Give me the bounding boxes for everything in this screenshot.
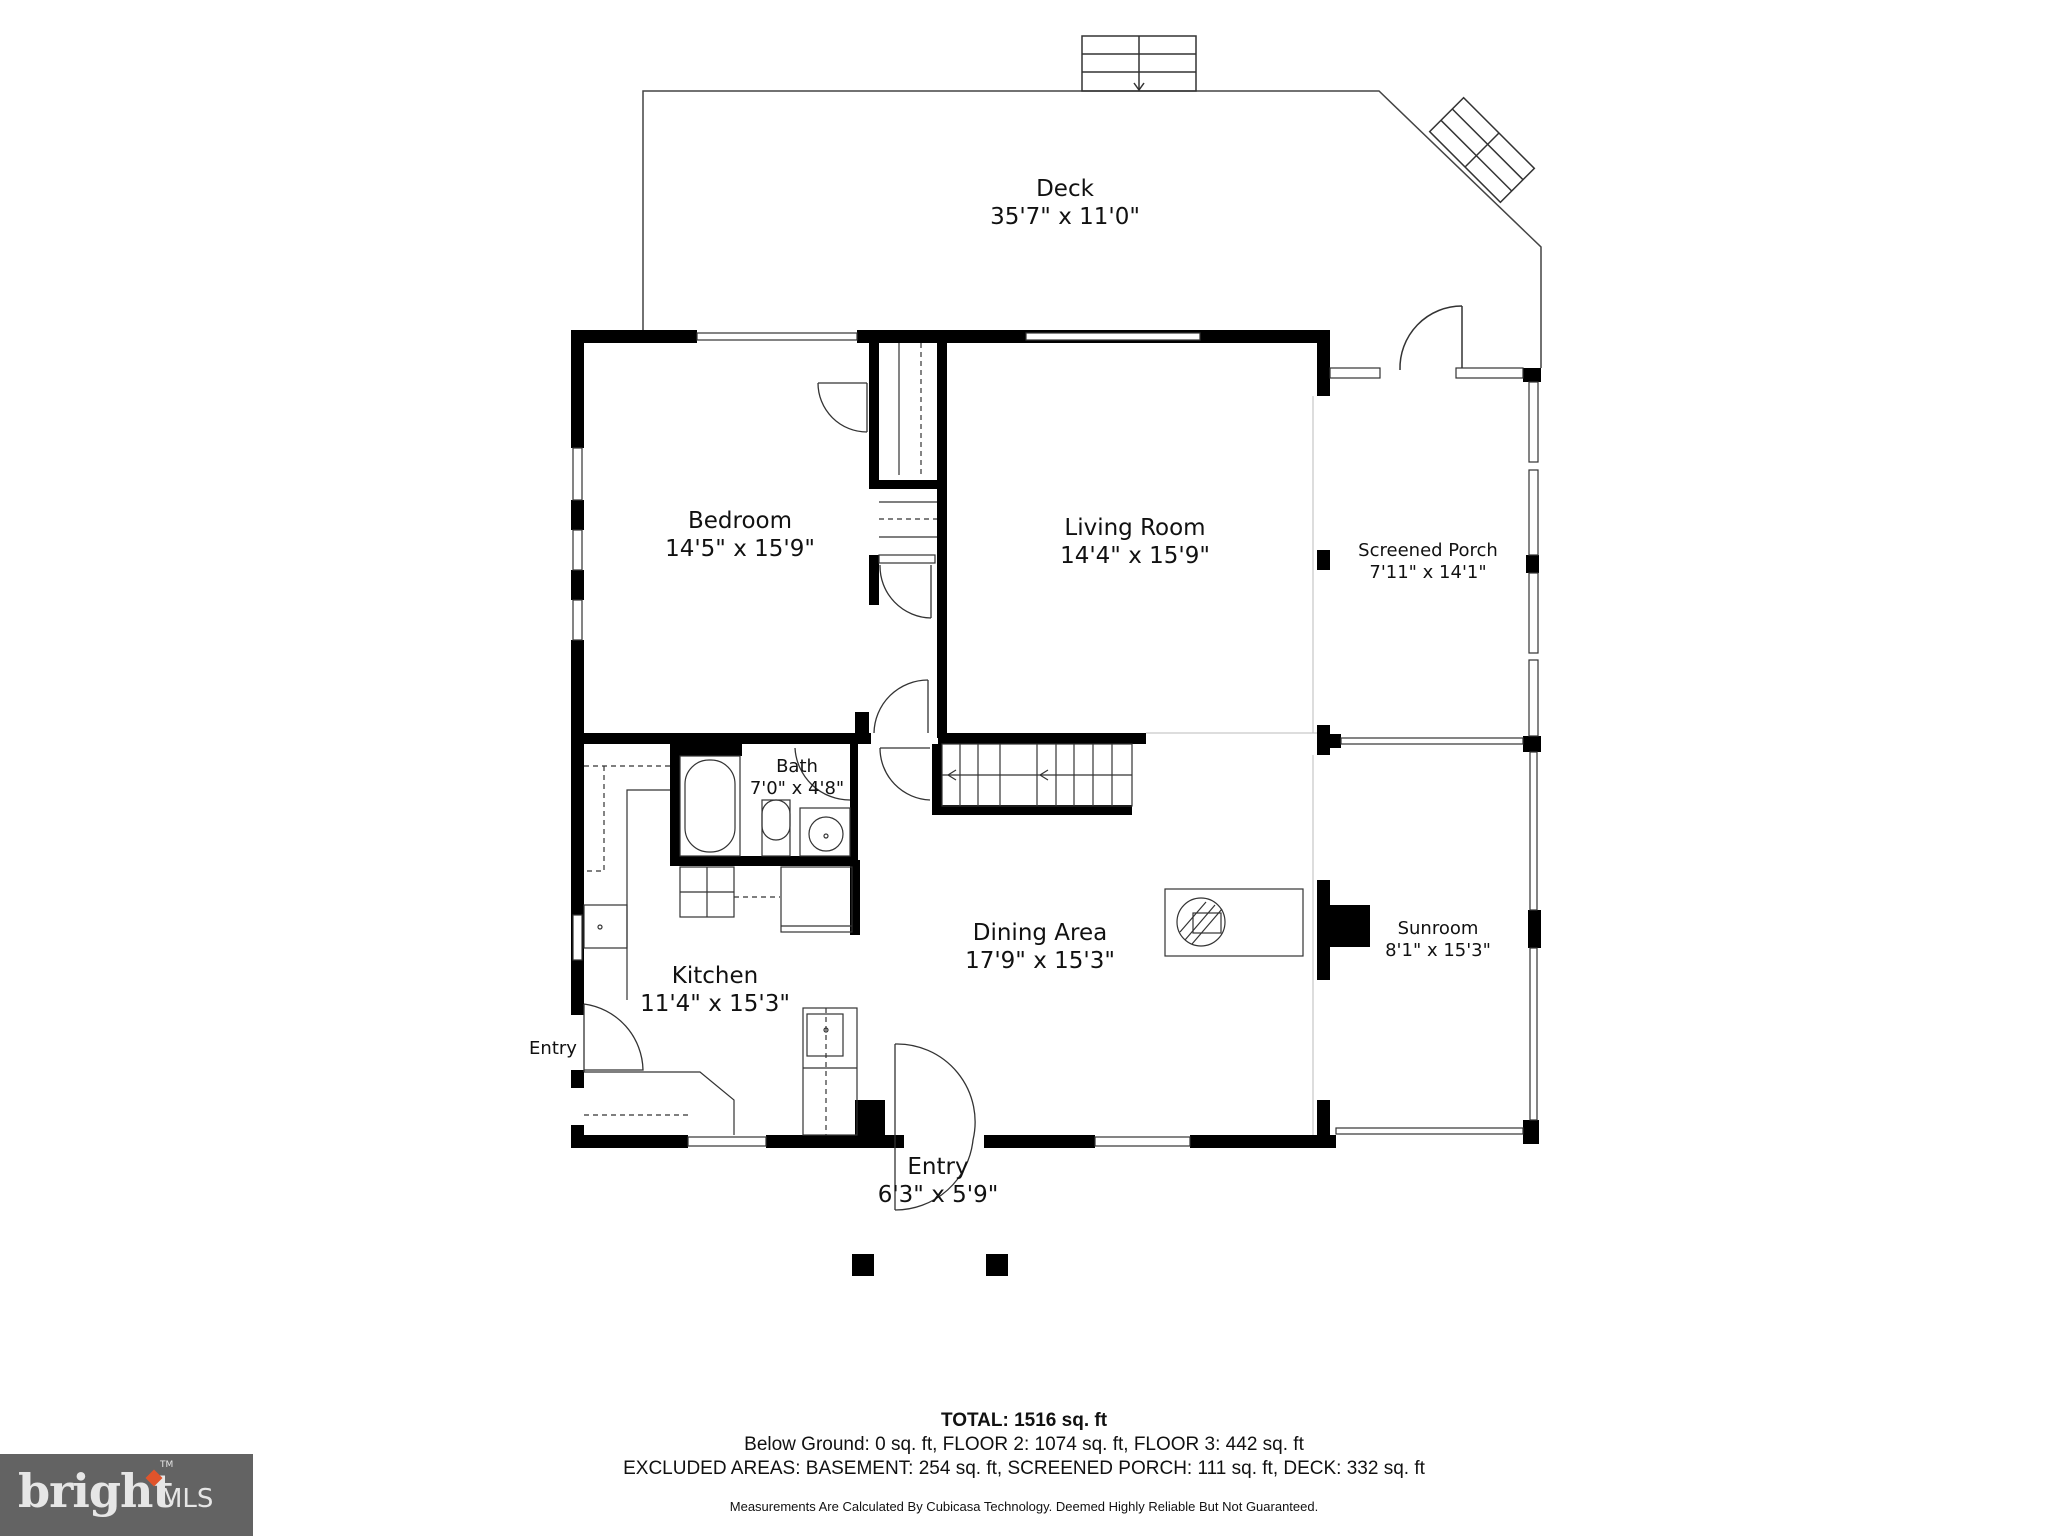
room-name: Dining Area <box>972 920 1108 946</box>
room-name: Bedroom <box>687 508 793 534</box>
floor-breakdown: Below Ground: 0 sq. ft, FLOOR 2: 1074 sq… <box>744 1434 1304 1455</box>
excluded-areas: EXCLUDED AREAS: BASEMENT: 254 sq. ft, SC… <box>623 1458 1425 1479</box>
room-dims: 14'5" x 15'9" <box>665 535 815 562</box>
porch-posts <box>852 1254 1008 1276</box>
room-dims: 8'1" x 15'3" <box>1385 939 1491 961</box>
room-name: Sunroom <box>1397 918 1479 939</box>
room-dims: 6'3" x 5'9" <box>877 1181 999 1208</box>
logo-word: bright <box>18 1464 174 1518</box>
fireplace-island <box>1164 888 1304 957</box>
room-label-sunroom: Sunroom 8'1" x 15'3" <box>1385 918 1491 961</box>
disclaimer: Measurements Are Calculated By Cubicasa … <box>729 1499 1319 1514</box>
room-label-bath: Bath 7'0" x 4'8" <box>750 756 844 799</box>
room-name: Deck <box>1036 176 1094 202</box>
room-name: Entry <box>907 1154 969 1180</box>
room-name: Kitchen <box>671 963 759 989</box>
logo-trademark: TM <box>160 1460 174 1470</box>
room-label-front-entry: Entry 6'3" x 5'9" <box>878 1154 999 1209</box>
deck-outline <box>642 90 1542 368</box>
room-name: Living Room <box>1064 515 1206 541</box>
exterior-walls <box>571 330 1541 1148</box>
room-name: Screened Porch <box>1358 540 1498 561</box>
bath-fixtures <box>679 755 851 857</box>
interior-walls <box>571 343 1146 1135</box>
total-area: TOTAL: 1516 sq. ft <box>940 1410 1108 1431</box>
deck-door <box>1399 305 1463 371</box>
room-label-dining-area: Dining Area 17'9" x 15'3" <box>965 920 1115 975</box>
room-label-deck: Deck 35'7" x 11'0" <box>990 176 1140 231</box>
room-dims: 11'4" x 15'3" <box>640 990 790 1017</box>
room-dims: 7'11" x 14'1" <box>1369 561 1487 583</box>
windows <box>572 332 1539 1147</box>
deck-stairs-top <box>1081 35 1197 92</box>
room-label-bedroom: Bedroom 14'5" x 15'9" <box>665 508 815 563</box>
room-label-screened-porch: Screened Porch 7'11" x 14'1" <box>1358 540 1498 583</box>
bright-mls-logo: bright TM MLS <box>0 1454 253 1536</box>
main-staircase <box>941 743 1133 807</box>
room-dims: 14'4" x 15'9" <box>1060 542 1210 569</box>
room-dims: 7'0" x 4'8" <box>749 777 845 799</box>
room-name: Bath <box>776 756 818 777</box>
room-label-living-room: Living Room 14'4" x 15'9" <box>1060 515 1210 570</box>
room-dims: 17'9" x 15'3" <box>965 947 1115 974</box>
room-label-side-entry: Entry <box>529 1038 577 1060</box>
room-label-kitchen: Kitchen 11'4" x 15'3" <box>640 963 790 1018</box>
thin-partitions <box>1146 396 1317 1135</box>
doors <box>583 382 976 1211</box>
logo-suffix: MLS <box>160 1484 214 1514</box>
deck-stairs-diagonal <box>1428 96 1536 204</box>
room-dims: 35'7" x 11'0" <box>990 203 1140 230</box>
closet-stairs <box>878 343 937 564</box>
kitchen-fixtures <box>583 765 858 1136</box>
room-name: Entry <box>529 1038 577 1059</box>
